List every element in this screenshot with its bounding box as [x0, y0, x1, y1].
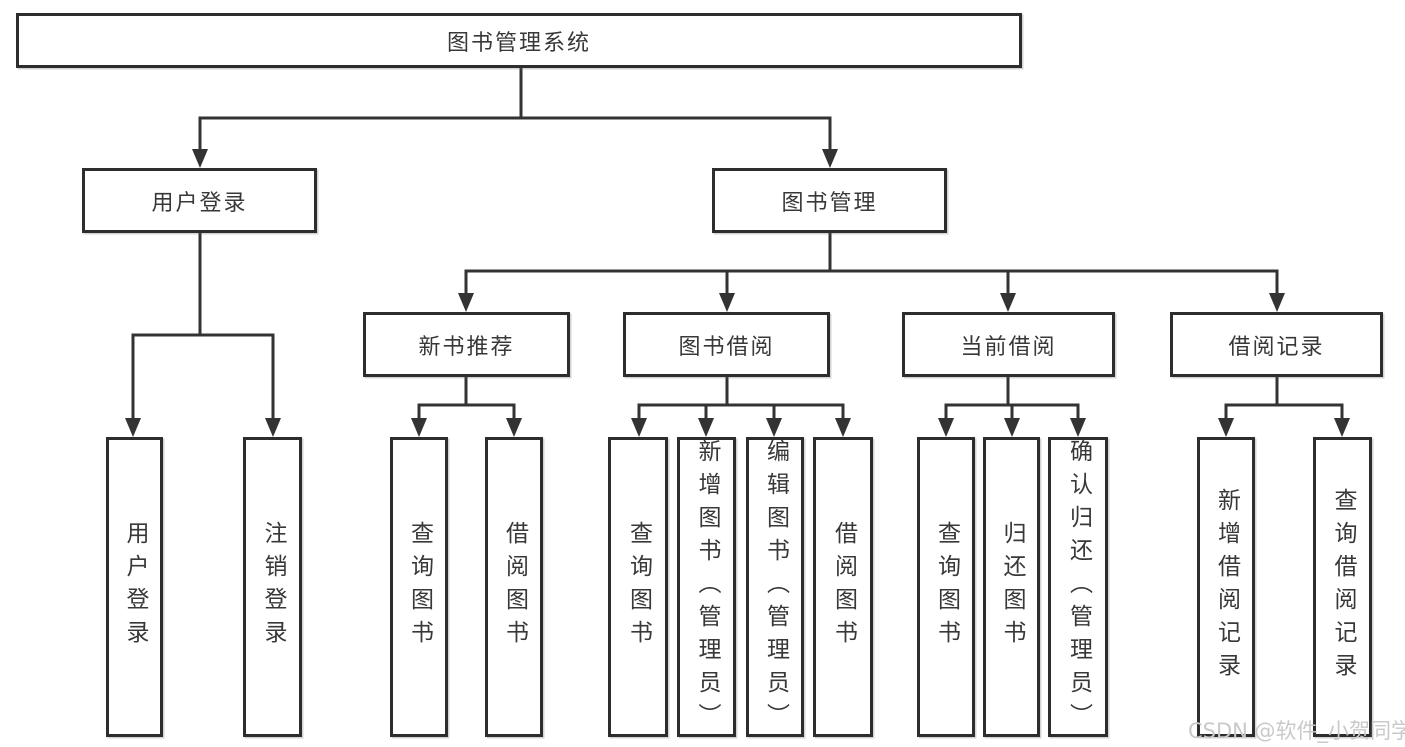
leaf-records-add-record: 新增借阅记录	[1197, 437, 1255, 737]
edge-newrec-to-leaves	[417, 375, 516, 425]
leaf-user-login-label: 用户登录	[122, 521, 148, 653]
leaf-current-return-books: 归还图书	[983, 437, 1040, 737]
leaf-borrow-edit-books: 编辑图书（管理员）	[746, 437, 804, 737]
leaf-borrow-edit-books-label: 编辑图书（管理员）	[762, 438, 789, 736]
edge-bookmgmt-to-level3	[464, 231, 1279, 300]
csdn-watermark: CSDN @软件_小贺同学	[1188, 719, 1405, 743]
node-root: 图书管理系统	[16, 13, 1022, 68]
node-user-login: 用户登录	[82, 168, 317, 233]
node-current-borrowing: 当前借阅	[902, 312, 1115, 377]
node-new-book-recommend: 新书推荐	[363, 312, 570, 377]
leaf-current-query-books: 查询图书	[917, 437, 975, 737]
edge-borrow-to-leaves	[637, 375, 845, 425]
leaf-records-query-record-label: 查询借阅记录	[1330, 488, 1356, 686]
leaf-logout-label: 注销登录	[260, 521, 286, 653]
leaf-current-confirm-return: 确认归还（管理员）	[1048, 437, 1108, 737]
leaf-logout: 注销登录	[243, 437, 302, 737]
leaf-records-add-record-label: 新增借阅记录	[1213, 488, 1240, 686]
leaf-records-query-record: 查询借阅记录	[1313, 437, 1372, 737]
node-book-borrowing: 图书借阅	[623, 312, 830, 377]
leaf-user-login: 用户登录	[106, 437, 163, 737]
leaf-borrow-query-books-label: 查询图书	[625, 521, 652, 653]
leaf-borrow-add-books-label: 新增图书（管理员）	[694, 438, 720, 736]
leaf-newrec-borrow-books: 借阅图书	[485, 437, 543, 737]
edge-current-to-leaves	[944, 375, 1080, 425]
leaf-borrow-borrow-books: 借阅图书	[813, 437, 873, 737]
leaf-borrow-query-books: 查询图书	[608, 437, 668, 737]
leaf-current-return-books-label: 归还图书	[999, 521, 1025, 653]
leaf-borrow-add-books: 新增图书（管理员）	[677, 437, 736, 737]
edge-root-to-level2	[198, 66, 832, 155]
node-book-management: 图书管理	[712, 168, 947, 233]
leaf-current-confirm-return-label: 确认归还（管理员）	[1065, 438, 1092, 736]
leaf-borrow-borrow-books-label: 借阅图书	[830, 521, 857, 653]
edge-records-to-leaves	[1224, 375, 1344, 425]
edge-userlogin-to-leaves	[131, 231, 275, 425]
leaf-newrec-query-books: 查询图书	[390, 437, 448, 737]
leaf-newrec-borrow-books-label: 借阅图书	[501, 521, 528, 653]
leaf-current-query-books-label: 查询图书	[933, 521, 960, 653]
node-borrowing-records: 借阅记录	[1170, 312, 1383, 377]
leaf-newrec-query-books-label: 查询图书	[406, 521, 433, 653]
